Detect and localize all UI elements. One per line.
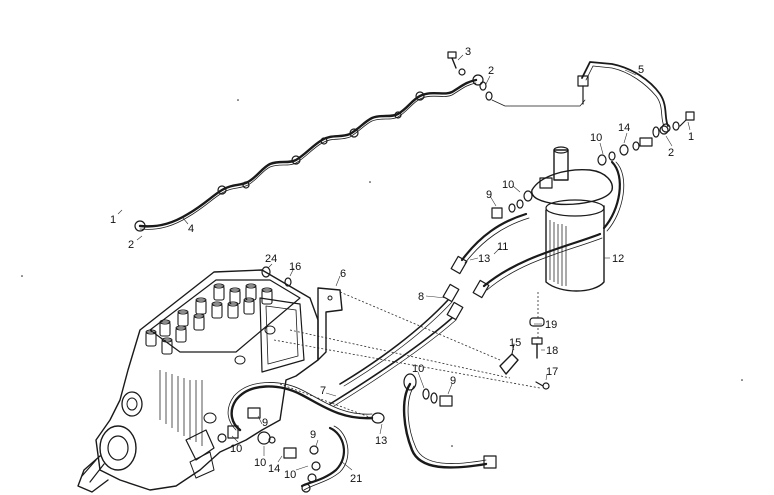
callout-2: 2: [128, 239, 134, 251]
callout-10: 10: [502, 179, 514, 191]
callout-16: 16: [289, 261, 301, 273]
callout-9: 9: [486, 189, 492, 201]
construction-lines: [273, 291, 541, 419]
pump-drive-shaft: [77, 425, 137, 493]
callout-14: 14: [618, 122, 630, 134]
callout-10: 10: [284, 469, 296, 481]
callout-6: 6: [340, 268, 346, 280]
hose-21: [300, 426, 346, 488]
callout-9: 9: [450, 375, 456, 387]
callout-9: 9: [262, 417, 268, 429]
callout-10: 10: [590, 132, 602, 144]
bracket-6: [317, 287, 343, 361]
screw-17: [535, 381, 550, 390]
callout-24: 24: [265, 253, 277, 265]
return-line-link: [491, 99, 586, 107]
callout-19: 19: [545, 319, 557, 331]
callout-5: 5: [638, 64, 644, 76]
callout-10: 10: [230, 443, 242, 455]
fuel-pipes: [329, 299, 457, 407]
callout-21: 21: [350, 473, 362, 485]
callout-10: 10: [412, 363, 424, 375]
fittings-middle: [422, 388, 453, 407]
callout-4: 4: [188, 223, 194, 235]
banjo-bolt-3: [447, 51, 466, 76]
callout-1: 1: [110, 214, 116, 226]
hose-13-lower: [402, 373, 497, 469]
parts-24-16: [261, 266, 292, 287]
callout-7: 7: [320, 385, 326, 397]
nut-19: [529, 317, 545, 327]
callout-17: 17: [546, 366, 558, 378]
washer-2-right: [652, 125, 669, 138]
filter-right-hose: [602, 160, 621, 230]
fuel-filter-12: [491, 146, 613, 292]
callout-13: 13: [478, 253, 490, 265]
injection-pump: [77, 269, 319, 493]
callout-9: 9: [310, 429, 316, 441]
callout-12: 12: [612, 253, 624, 265]
callout-8: 8: [418, 291, 424, 303]
fuel-hoses: [442, 212, 603, 321]
banjo-bolt-1-top: [672, 111, 695, 131]
callout-15: 15: [509, 337, 521, 349]
stray-marks: [21, 99, 743, 447]
hose-7: [227, 382, 385, 432]
callout-1: 1: [688, 131, 694, 143]
callout-13: 13: [375, 435, 387, 447]
callout-3: 3: [465, 46, 471, 58]
bolt-18: [531, 337, 543, 359]
callout-2: 2: [668, 147, 674, 159]
callout-18: 18: [546, 345, 558, 357]
bracket-15: [499, 343, 519, 375]
leader-lines: [117, 54, 691, 471]
fittings-lower: [217, 407, 321, 493]
callout-2: 2: [488, 65, 494, 77]
callout-14: 14: [268, 463, 280, 475]
washer-2-top: [479, 81, 493, 101]
return-pipe-5: [577, 61, 671, 133]
fittings-filter-top: [597, 137, 653, 166]
callout-labels: 3 2 5 10 14 2 1 1 2 4 10 9 11 13 12 24 1…: [110, 46, 694, 485]
leak-off-line: [134, 74, 484, 232]
callout-11: 11: [497, 241, 508, 253]
callout-10: 10: [254, 457, 266, 469]
